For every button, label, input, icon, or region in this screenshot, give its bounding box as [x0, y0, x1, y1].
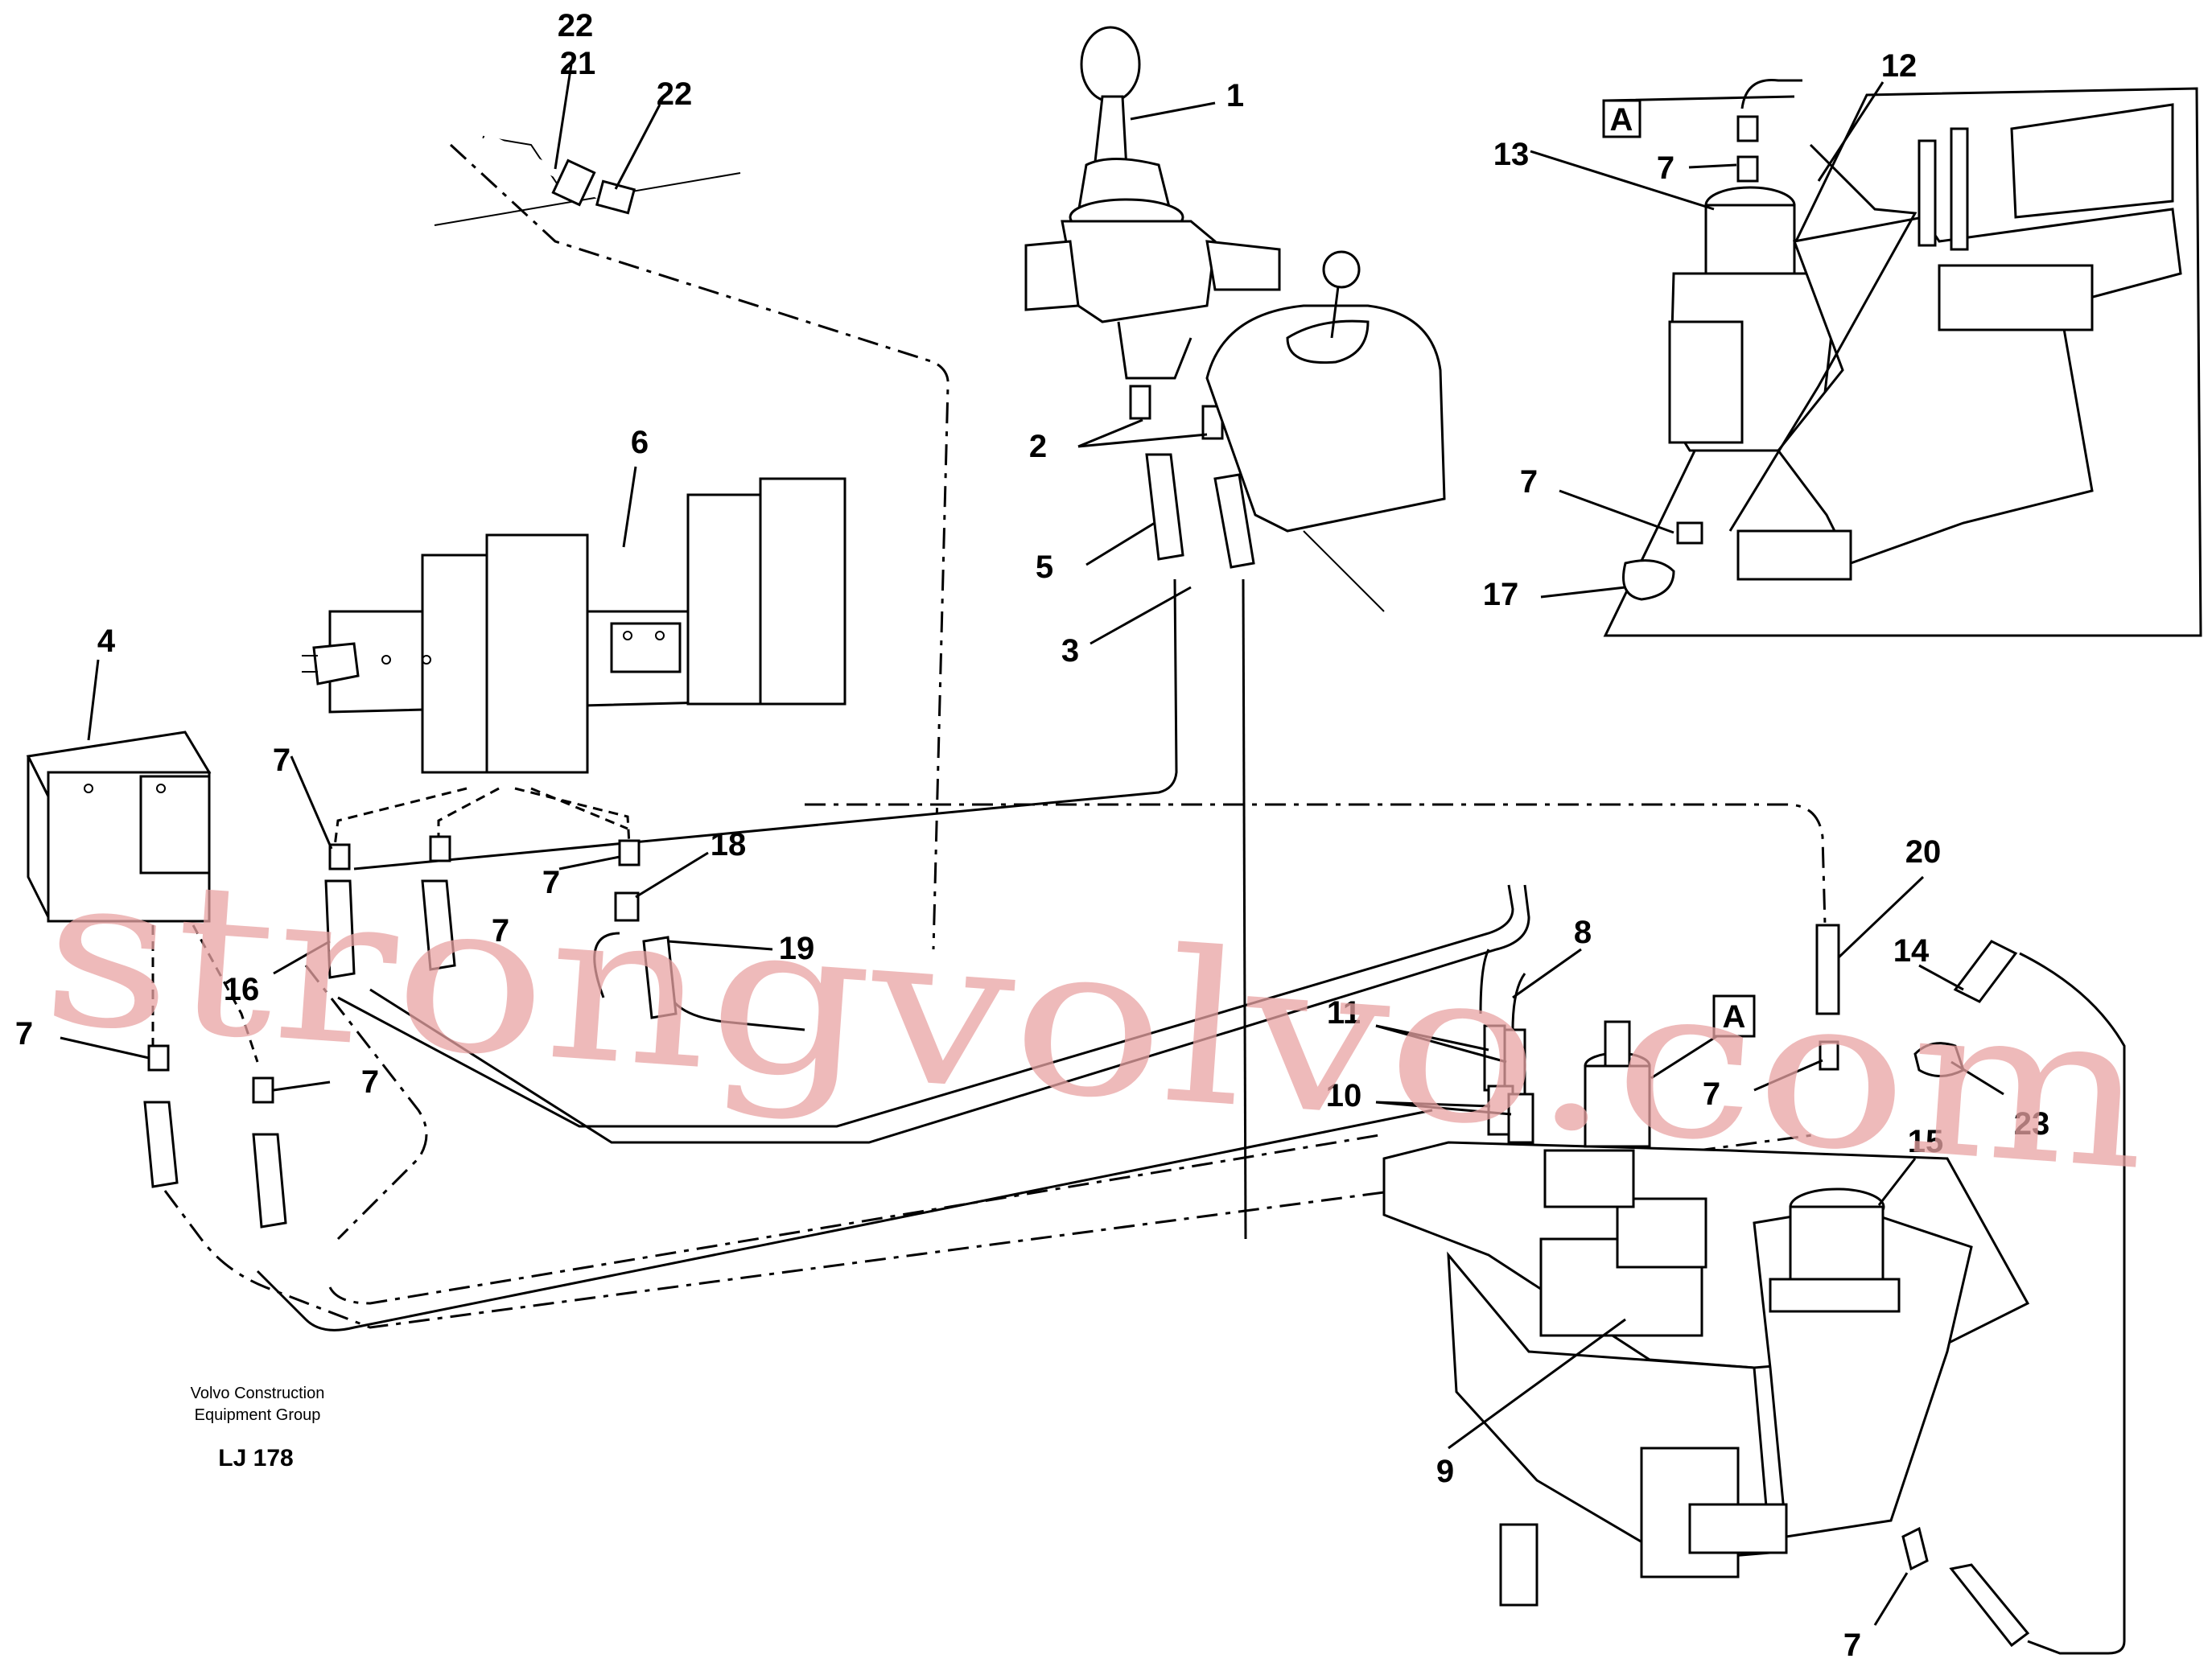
- callout-7-left-lower: 7: [15, 1016, 33, 1052]
- joystick-lever: [1024, 26, 1281, 569]
- footer-line-2: Equipment Group: [195, 1406, 321, 1424]
- callout-21: 21: [560, 46, 596, 81]
- detail-markers: A A: [1610, 102, 1756, 1038]
- callout-6: 6: [631, 425, 649, 460]
- callout-23: 23: [2014, 1106, 2050, 1142]
- callout-12: 12: [1881, 48, 1917, 84]
- detail-marker-a-box: A: [1610, 102, 1633, 138]
- callout-7-detail-upper: 7: [1657, 150, 1674, 186]
- valve-block-4: [26, 731, 212, 923]
- callout-2: 2: [1029, 429, 1047, 464]
- cover-with-lever: [1205, 250, 1446, 612]
- callout-11: 11: [1327, 995, 1361, 1031]
- callout-17: 17: [1483, 577, 1519, 612]
- callout-labels: 1 2 3 5 6 4 7 7 7 7 7 7 7 7 7 8 9 10 11 …: [15, 8, 2049, 1663]
- fittings-right: [1815, 924, 2030, 1648]
- callout-14: 14: [1893, 933, 1930, 969]
- leader-lines: [60, 64, 2004, 1626]
- footer-line-1: Volvo Construction: [191, 1385, 325, 1402]
- callout-8: 8: [1574, 915, 1592, 950]
- callout-7-centre-a: 7: [542, 865, 560, 900]
- detail-marker-a-ref: A: [1723, 999, 1746, 1035]
- callout-20: 20: [1905, 834, 1942, 870]
- callout-9: 9: [1436, 1454, 1454, 1489]
- callout-4: 4: [97, 624, 116, 659]
- callout-16: 16: [224, 972, 260, 1007]
- callout-7-detail-lower: 7: [1520, 464, 1538, 500]
- callout-22-right: 22: [657, 76, 693, 112]
- callout-3: 3: [1061, 633, 1079, 669]
- pipe-routes: [151, 143, 2126, 1655]
- callout-22-top: 22: [558, 8, 594, 43]
- watermark: strongvolvo.com: [36, 828, 2156, 1217]
- callout-19: 19: [779, 931, 815, 966]
- valve-assembly-9: [1382, 949, 2030, 1607]
- callout-13: 13: [1493, 137, 1530, 172]
- footer: Volvo Construction Equipment Group LJ 17…: [191, 1385, 325, 1471]
- footer-code: LJ 178: [218, 1445, 293, 1471]
- callout-7-right-mid: 7: [1703, 1076, 1720, 1112]
- callout-10: 10: [1326, 1078, 1362, 1113]
- callout-15: 15: [1908, 1124, 1944, 1159]
- callout-1: 1: [1226, 78, 1244, 113]
- callout-7-left-mid: 7: [361, 1064, 379, 1100]
- callout-7-centre-b: 7: [492, 913, 509, 949]
- callout-5: 5: [1036, 549, 1053, 585]
- callout-7-right-bottom: 7: [1843, 1628, 1861, 1663]
- valve-block-6: [302, 477, 846, 774]
- detail-a-box: [1602, 78, 2202, 637]
- callout-18: 18: [711, 827, 747, 862]
- clamp-assembly: [482, 132, 636, 215]
- callout-7-block4: 7: [273, 743, 290, 778]
